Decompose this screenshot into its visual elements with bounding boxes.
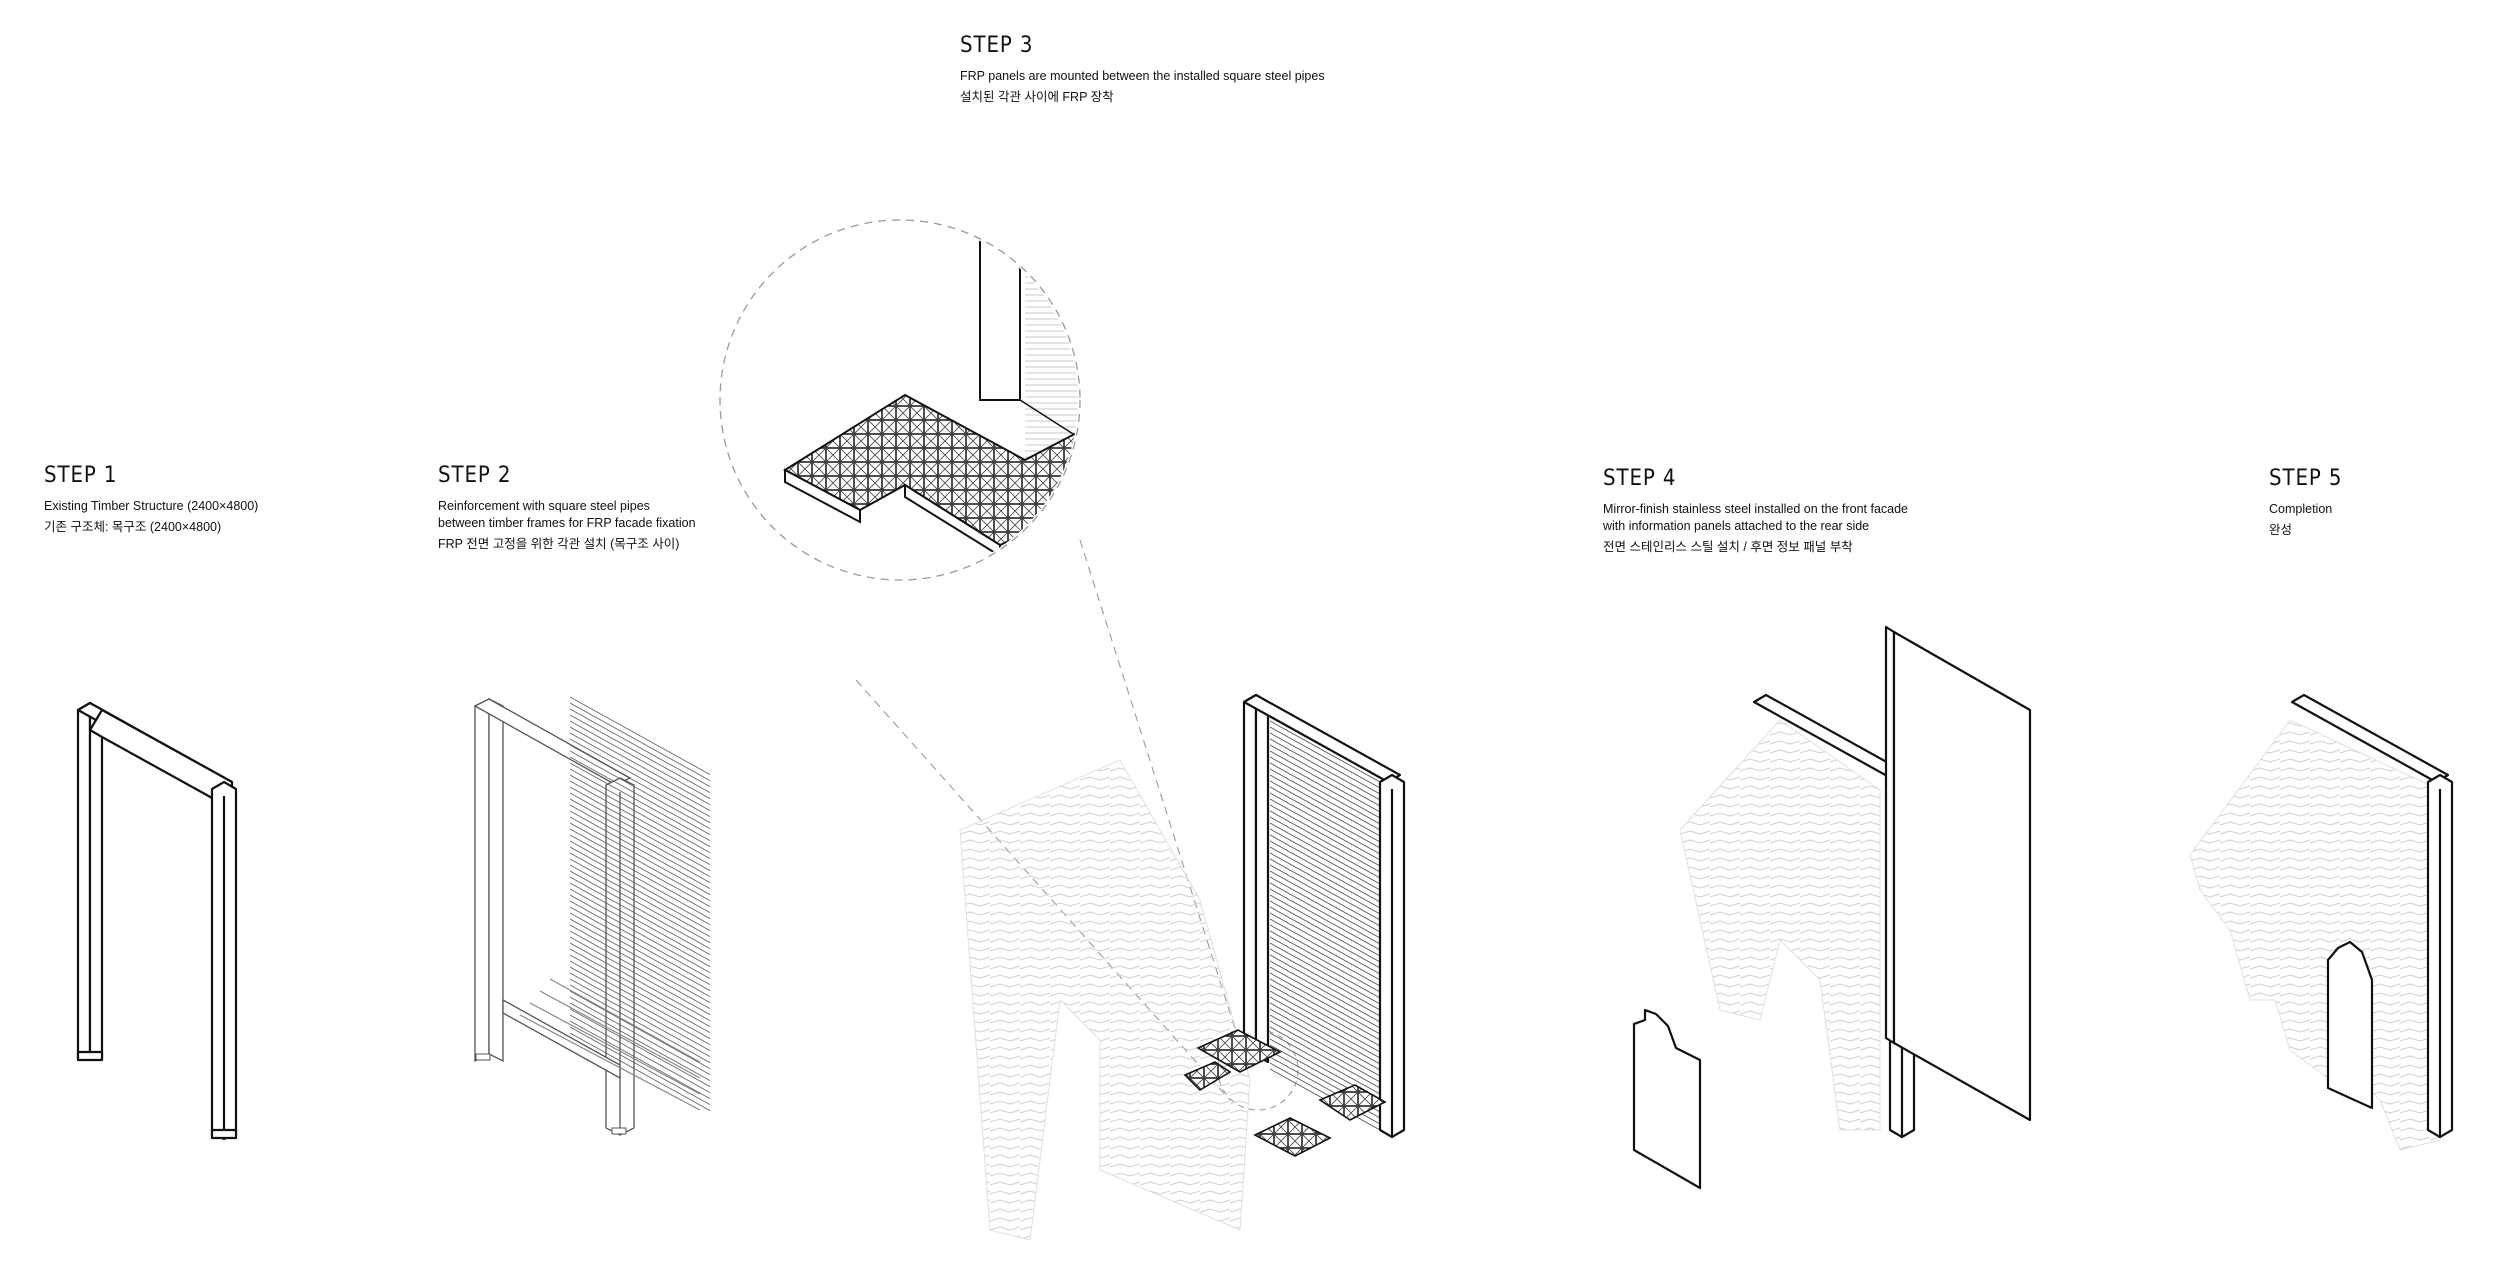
step-4-stainless-panel-icon xyxy=(1632,625,2032,1190)
step-5-title: STEP 5 xyxy=(2269,466,2343,491)
step-3-description: FRP panels are mounted between the insta… xyxy=(960,69,1325,83)
step-4-description-ko: 전면 스테인리스 스틸 설치 / 후면 정보 패널 부착 xyxy=(1603,540,1853,554)
step-4-caption: STEP 4 Mirror-finish stainless steel ins… xyxy=(1603,466,1908,556)
step-4-description-line-2: with information panels attached to the … xyxy=(1603,519,1870,533)
step-1-description-ko: 기존 구조체: 목구조 (2400×4800) xyxy=(44,520,222,534)
step-2-caption: STEP 2 Reinforcement with square steel p… xyxy=(438,463,696,553)
step-2-description-ko: FRP 전면 고정을 위한 각관 설치 (목구조 사이) xyxy=(438,537,680,551)
step-5-description: Completion xyxy=(2269,502,2333,516)
step-3-title: STEP 3 xyxy=(960,33,1034,58)
step-3-frp-assembly-icon xyxy=(959,693,1406,1241)
step-5-completed-pavilion-icon xyxy=(2189,693,2454,1151)
step-1-timber-frame-icon xyxy=(76,701,238,1141)
step-1-caption: STEP 1 Existing Timber Structure (2400×4… xyxy=(44,463,258,536)
step-2-description-line-1: Reinforcement with square steel pipes xyxy=(438,499,650,513)
step-1-description: Existing Timber Structure (2400×4800) xyxy=(44,499,259,513)
step-5-caption: STEP 5 Completion 완성 xyxy=(2269,466,2351,539)
step-2-title: STEP 2 xyxy=(438,463,512,488)
step-4-title: STEP 4 xyxy=(1603,466,1677,491)
step-4-description-line-1: Mirror-finish stainless steel installed … xyxy=(1603,502,1909,516)
step-5-description-ko: 완성 xyxy=(2269,523,2293,537)
step-2-steel-pipe-frame-icon xyxy=(473,695,710,1136)
step-3-caption: STEP 3 FRP panels are mounted between th… xyxy=(960,33,1325,106)
step-2-description-line-2: between timber frames for FRP facade fix… xyxy=(438,516,696,530)
step-3-description-ko: 설치된 각관 사이에 FRP 장착 xyxy=(960,90,1114,104)
step-1-title: STEP 1 xyxy=(44,463,118,488)
